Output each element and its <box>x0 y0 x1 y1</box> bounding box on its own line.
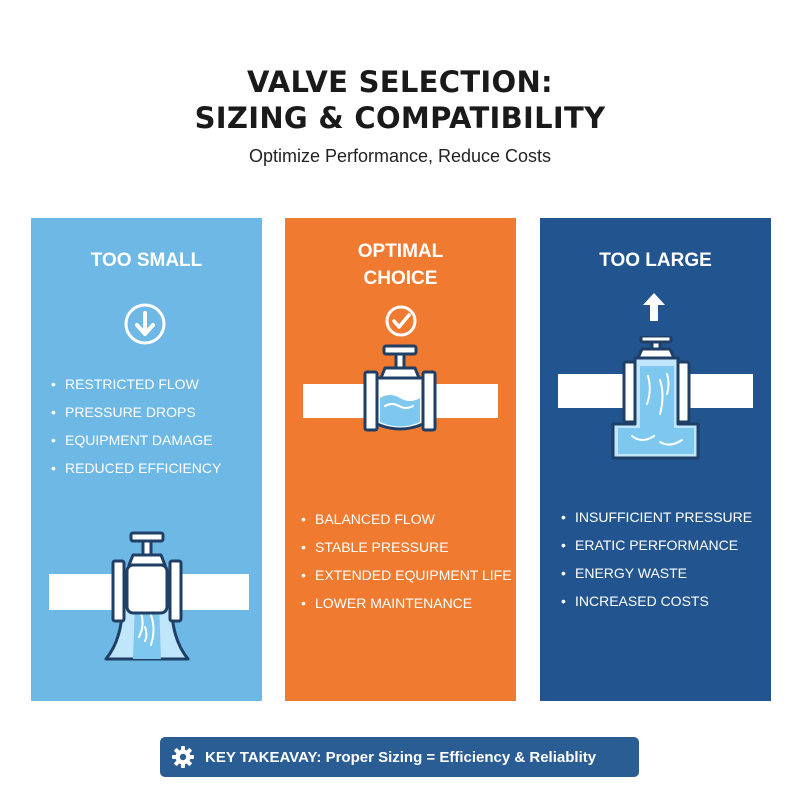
bullet-list: INSUFFICIENT PRESSURE ERATIC PERFORMANCE… <box>561 503 752 615</box>
gear-icon <box>172 746 194 768</box>
list-item: EXTENDED EQUIPMENT LIFE <box>301 561 512 589</box>
list-item: PRESSURE DROPS <box>51 398 221 426</box>
key-takeaway-text: KEY TAKEAVAY: Proper Sizing = Efficiency… <box>205 748 597 766</box>
title-line-2: SIZING & COMPATIBILITY <box>194 101 606 135</box>
list-item: BALANCED FLOW <box>301 505 512 533</box>
list-item: INSUFFICIENT PRESSURE <box>561 503 752 531</box>
panel-heading-line-1: OPTIMAL <box>357 241 444 262</box>
panel-heading: TOO LARGE <box>540 247 771 274</box>
list-item: INCREASED COSTS <box>561 587 752 615</box>
page-title: VALVE SELECTION: SIZING & COMPATIBILITY <box>0 64 800 136</box>
key-takeaway-banner: KEY TAKEAVAY: Proper Sizing = Efficiency… <box>160 737 639 777</box>
list-item: RESTRICTED FLOW <box>51 370 221 398</box>
list-item: REDUCED EFFICIENCY <box>51 454 221 482</box>
undersized-valve-icon <box>49 531 249 661</box>
oversized-valve-icon <box>558 336 753 460</box>
page-subtitle: Optimize Performance, Reduce Costs <box>248 146 552 166</box>
arrow-up-icon <box>643 293 665 321</box>
list-item: LOWER MAINTENANCE <box>301 589 512 617</box>
optimal-valve-icon <box>303 344 498 432</box>
panel-too-small: TOO SMALL RESTRICTED FLOW PRESSURE DROPS… <box>31 218 262 701</box>
arrow-down-circle-icon <box>124 303 166 345</box>
title-line-1: VALVE SELECTION: <box>247 65 553 99</box>
list-item: STABLE PRESSURE <box>301 533 512 561</box>
checkmark-circle-icon <box>385 305 417 337</box>
panel-heading: OPTIMAL CHOICE <box>285 238 516 292</box>
list-item: ERATIC PERFORMANCE <box>561 531 752 559</box>
list-item: ENERGY WASTE <box>561 559 752 587</box>
panel-heading-line-1: TOO LARGE <box>599 250 712 271</box>
panel-heading-line-2: CHOICE <box>363 268 438 289</box>
bullet-list: RESTRICTED FLOW PRESSURE DROPS EQUIPMENT… <box>51 370 221 482</box>
panel-optimal-choice: OPTIMAL CHOICE BALANCED FLOW STABLE PRES… <box>285 218 516 701</box>
panel-heading-line-1: TOO SMALL <box>90 250 203 271</box>
bullet-list: BALANCED FLOW STABLE PRESSURE EXTENDED E… <box>301 505 512 617</box>
list-item: EQUIPMENT DAMAGE <box>51 426 221 454</box>
panel-heading: TOO SMALL <box>31 247 262 274</box>
panel-too-large: TOO LARGE INSUFFICIENT PRESSURE ERATIC P… <box>540 218 771 701</box>
